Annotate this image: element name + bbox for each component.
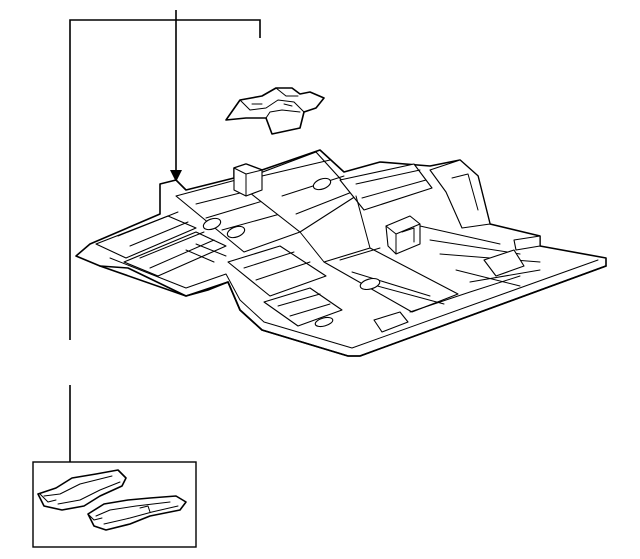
bracket-part — [225, 87, 325, 135]
leader-top-bracket — [69, 19, 261, 340]
inset-box — [32, 461, 197, 548]
callout-leaders — [69, 10, 261, 462]
floor-pan-part — [75, 149, 607, 357]
leader-arrowhead — [170, 170, 182, 182]
